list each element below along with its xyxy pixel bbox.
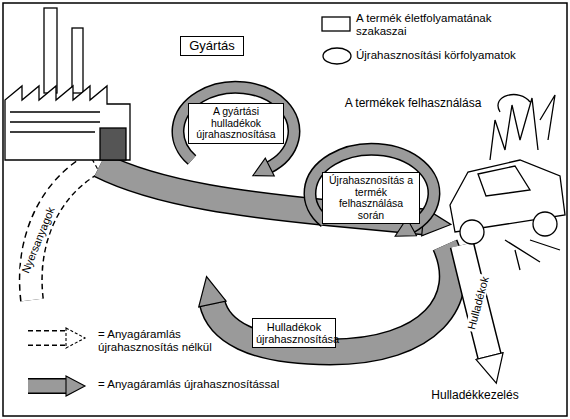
legend-rectangle (322, 17, 350, 31)
legend-arrow (28, 332, 68, 345)
legend-text: A termék életfolyamatának szakaszai (356, 12, 516, 38)
node-text: Hulladékok újrahasznosítása (256, 321, 332, 345)
car-window (478, 166, 530, 196)
cycle-box: Újrahasznosítás a termék felhasználása s… (322, 172, 420, 224)
cycle-arrow (178, 87, 294, 168)
recycling-band (212, 245, 452, 352)
stage-box: Hulladékkezelés (420, 388, 530, 403)
node-text: A termékek felhasználása (341, 97, 485, 110)
stage-box: Gyártás (180, 36, 244, 56)
scrap-car-illustration (450, 95, 565, 270)
legend-arrow (28, 380, 68, 393)
cycle-arrow (310, 149, 434, 228)
cycle-arrow-outline (310, 149, 434, 228)
node-text: Hulladékkezelés (423, 389, 527, 402)
scrap-pile (490, 95, 555, 160)
factory-building (5, 86, 130, 160)
legend-text: = Anyagáramlás újrahasznosítással (98, 378, 288, 391)
cycle-arrow-outline (178, 87, 294, 168)
factory-illustration (5, 8, 130, 160)
cycle-box: A gyártási hulladékok újrahasznosítása (188, 103, 284, 144)
car-wheel (533, 212, 557, 236)
scrap-debris (505, 240, 560, 270)
legend-sample (28, 386, 68, 387)
legend-text: = Anyagáramlás újrahasznosítás nélkül (98, 328, 248, 354)
node-text: A gyártási hulladékok újrahasznosítása (192, 106, 280, 141)
node-text: Újrahasznosítás a termék felhasználása s… (326, 175, 416, 221)
legend-text: Újrahasznosítási körfolyamatok (356, 49, 556, 62)
cycle-box: Hulladékok újrahasznosítása (252, 318, 336, 348)
factory-wall-lines (10, 112, 100, 132)
recycling-band-outline (212, 245, 452, 352)
chimney (72, 28, 83, 93)
legend-sample (322, 17, 350, 31)
stage-box: A termékek felhasználása (338, 96, 488, 111)
factory-door (100, 128, 126, 160)
legend-samples (28, 17, 351, 386)
legend-ellipse (323, 48, 351, 64)
node-text: Gyártás (184, 39, 240, 53)
legend-arrow-outline (28, 330, 68, 346)
frame (3, 3, 567, 416)
chimney (44, 8, 57, 93)
legend-arrow-outline (28, 378, 68, 394)
legend-sample (323, 48, 351, 64)
car-wheel (460, 220, 484, 244)
legend-sample (28, 338, 68, 339)
